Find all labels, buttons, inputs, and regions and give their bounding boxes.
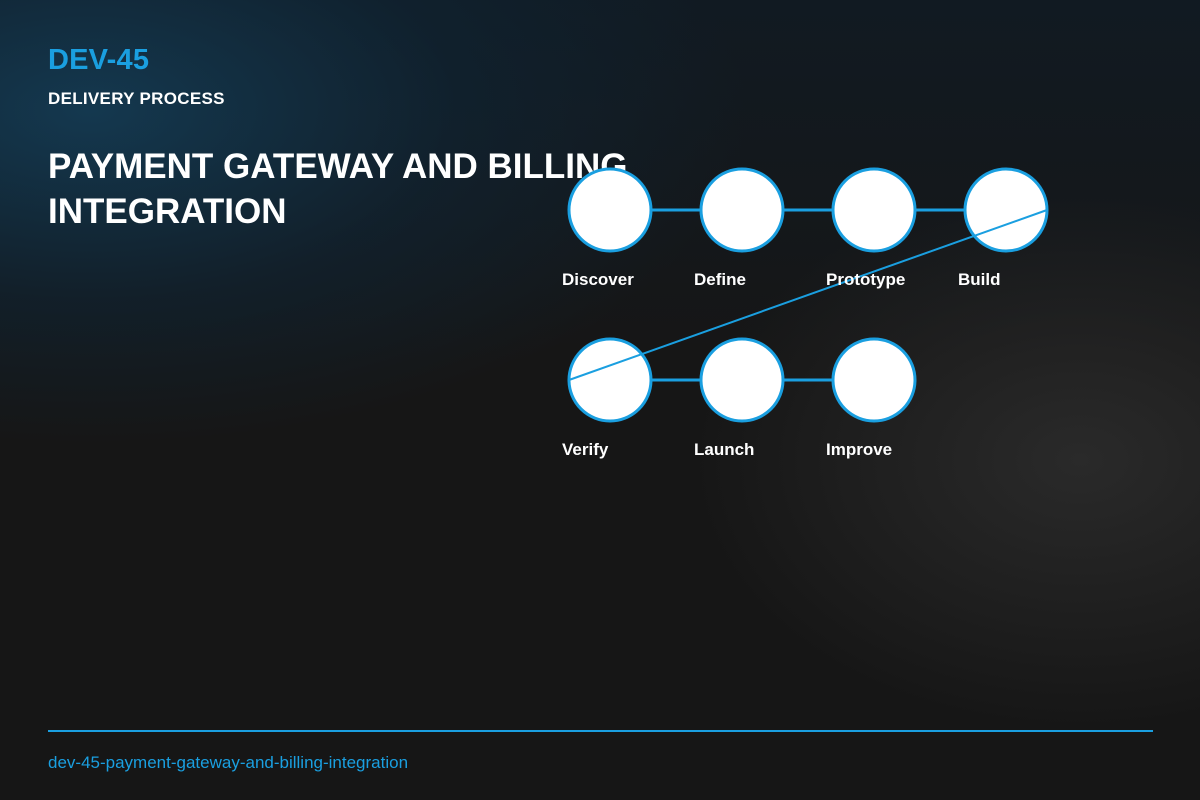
step-label-build: Build <box>958 270 1001 289</box>
step-node-discover <box>567 167 653 253</box>
step-label-define: Define <box>694 270 746 289</box>
step-node-define <box>699 167 785 253</box>
step-label-verify: Verify <box>562 440 609 459</box>
step-label-improve: Improve <box>826 440 892 459</box>
step-node-verify <box>567 337 653 423</box>
step-label-launch: Launch <box>694 440 754 459</box>
section-kicker: DELIVERY PROCESS <box>48 89 225 108</box>
step-label-prototype: Prototype <box>826 270 905 289</box>
page-title: PAYMENT GATEWAY AND BILLING INTEGRATION <box>48 147 628 231</box>
ticket-id: DEV-45 <box>48 44 150 76</box>
step-node-prototype <box>831 167 917 253</box>
step-node-improve <box>831 337 917 423</box>
step-node-build <box>963 167 1049 253</box>
step-label-discover: Discover <box>562 270 634 289</box>
step-node-launch <box>699 337 785 423</box>
footer-slug: dev-45-payment-gateway-and-billing-integ… <box>48 753 409 772</box>
footer-divider <box>48 730 1153 732</box>
nodes <box>567 167 1049 423</box>
wrap-connector <box>568 209 1048 381</box>
